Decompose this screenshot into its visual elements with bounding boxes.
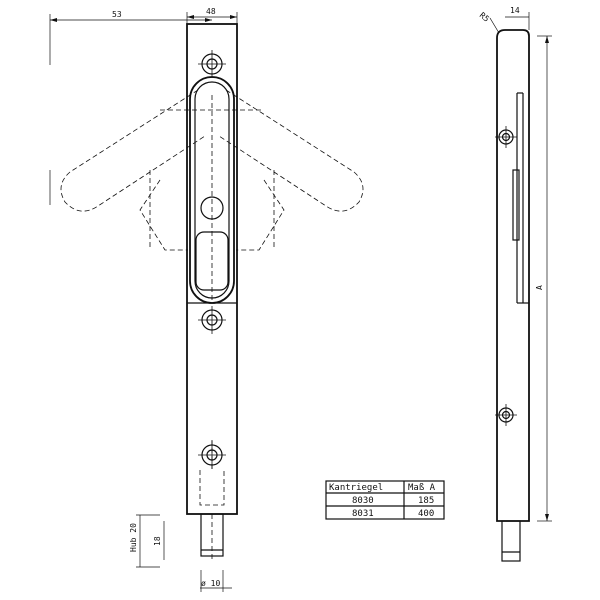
side-screw-bottom bbox=[495, 404, 517, 426]
side-view: R5 14 A bbox=[478, 6, 552, 562]
svg-text:ø 10: ø 10 bbox=[201, 579, 220, 588]
dimension-48: 48 bbox=[186, 7, 238, 24]
lever-handle bbox=[189, 76, 235, 304]
table-header-kantriegel: Kantriegel bbox=[329, 483, 383, 493]
variant-table: Kantriegel Maß A 8030 185 8031 400 bbox=[325, 480, 445, 520]
svg-text:A: A bbox=[535, 285, 544, 290]
side-body bbox=[496, 29, 530, 522]
dimension-pin-length: 18 bbox=[153, 521, 165, 560]
front-view: 53 48 Hub 20 18 ø bbox=[49, 7, 364, 592]
lever-swing-phantom bbox=[60, 89, 364, 300]
dimension-stroke: Hub 20 bbox=[129, 514, 160, 568]
dimension-pin-diameter: ø 10 bbox=[200, 570, 232, 592]
dimension-radius: R5 bbox=[478, 11, 500, 34]
dimension-53: 53 bbox=[49, 10, 212, 65]
svg-text:53: 53 bbox=[112, 10, 122, 19]
svg-text:48: 48 bbox=[206, 7, 216, 16]
table-cell: 400 bbox=[418, 509, 434, 519]
screw-hole-top bbox=[198, 50, 226, 78]
screw-hole-bottom bbox=[198, 441, 226, 469]
table-cell: 8031 bbox=[352, 509, 374, 519]
dimension-a: A bbox=[535, 35, 552, 522]
svg-text:Hub 20: Hub 20 bbox=[129, 523, 138, 552]
table-header-mass-a: Maß A bbox=[408, 483, 436, 493]
side-pin bbox=[501, 520, 521, 562]
table-cell: 185 bbox=[418, 496, 434, 506]
dimension-side-width: 14 bbox=[505, 6, 530, 30]
table-cell: 8030 bbox=[352, 496, 374, 506]
svg-text:18: 18 bbox=[153, 536, 162, 546]
screw-hole-middle bbox=[198, 306, 226, 334]
svg-text:14: 14 bbox=[510, 6, 520, 15]
svg-text:R5: R5 bbox=[478, 11, 491, 24]
side-screw-top bbox=[495, 126, 517, 148]
